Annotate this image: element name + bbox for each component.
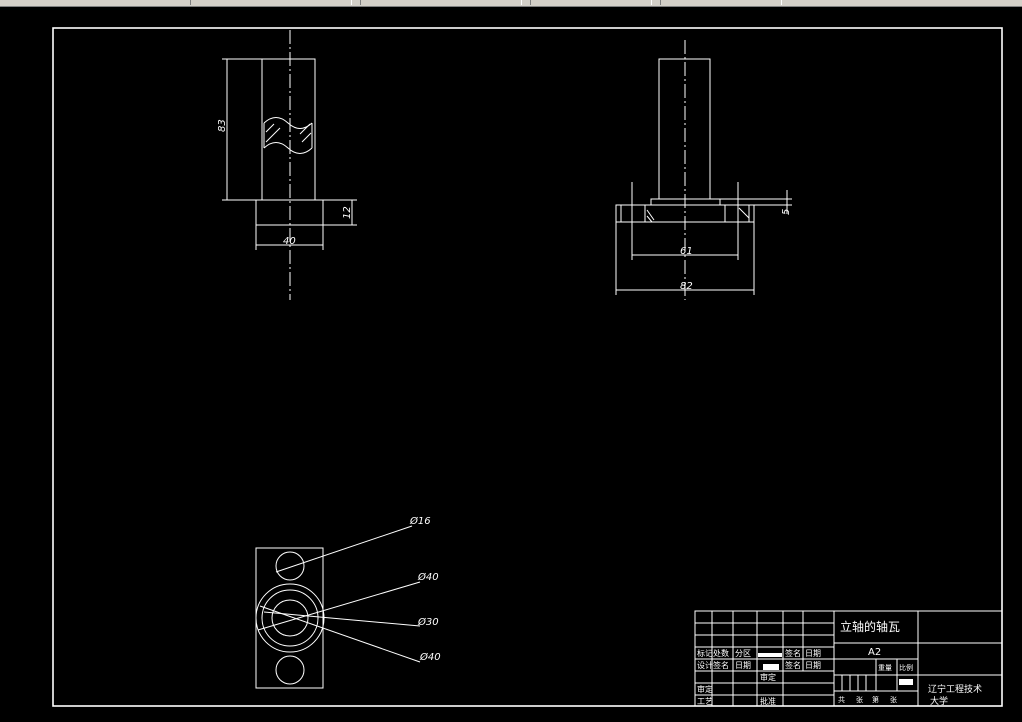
dim-front-flange-width: 40: [283, 236, 296, 247]
top-ring-outer: [255, 583, 325, 653]
row-sign: 签名: [713, 660, 729, 670]
weight-label: 重量: [878, 664, 892, 672]
school-line1: 辽宁工程技术: [928, 683, 982, 695]
toolbar-segment[interactable]: [530, 0, 652, 5]
part-name: 立轴的轴瓦: [840, 619, 900, 634]
dim-dia-small-hole: Ø16: [409, 515, 431, 527]
row-review: 审定: [697, 684, 713, 694]
top-ring-mid: [261, 589, 319, 647]
scale-label: 比例: [899, 663, 913, 672]
row-standard-sign: 签名: [785, 660, 801, 670]
break-line-bottom: [263, 142, 313, 154]
row-check: 审定: [760, 672, 776, 682]
toolbar-segment[interactable]: [190, 0, 352, 5]
front-flange: [255, 199, 324, 226]
dim-side-inner-width: 61: [680, 246, 693, 257]
top-ring-inner: [271, 599, 309, 637]
sheet-unit-label: 张: [856, 695, 863, 704]
dim-dia-ring-b: Ø40: [419, 651, 441, 663]
top-hole-upper: [275, 551, 305, 581]
sheet-total-label: 共: [838, 695, 845, 704]
dim-front-flange-height: 12: [342, 206, 353, 219]
toolbar-segment[interactable]: [360, 0, 522, 5]
row-process: 工艺: [697, 697, 713, 706]
top-hole-lower: [275, 655, 305, 685]
dim-side-outer-width: 82: [680, 281, 693, 292]
dim-dia-inner-ring: Ø30: [417, 616, 439, 628]
col-count: 处数: [713, 648, 729, 658]
col-date: 日期: [805, 649, 821, 658]
dim-side-small-height: 5: [781, 209, 792, 215]
break-line-top: [263, 117, 313, 129]
top-view: Ø16 Ø40 Ø30 Ø40: [255, 515, 441, 689]
sheet-size: A2: [868, 647, 881, 658]
sheet-no-label: 第: [872, 695, 879, 704]
front-shaft-body: [261, 58, 316, 201]
front-view: 83 12 40: [217, 30, 357, 300]
col-signature: 签名: [785, 648, 801, 658]
toolbar-strip: [0, 0, 1022, 7]
toolbar-segment[interactable]: [660, 0, 782, 5]
dim-dia-outer-ring: Ø40: [417, 571, 439, 583]
row-standard-date: 日期: [805, 661, 821, 670]
row-approve: 批准: [760, 696, 776, 706]
col-mark: 标记: [697, 648, 713, 658]
title-block: 立轴的轴瓦 A2 辽宁工程技术 大学 标记 处数 分区 签名 日期 设计 签名 …: [694, 610, 1003, 707]
engineering-drawing: 83 12 40 61 82: [52, 27, 1003, 707]
row-design: 设计: [697, 660, 713, 670]
drawing-canvas[interactable]: 83 12 40 61 82: [0, 7, 1022, 722]
sheet-unit2-label: 张: [890, 695, 897, 704]
dim-front-height: 83: [217, 119, 228, 132]
col-zone: 分区: [735, 649, 751, 658]
side-view: 61 82 5: [615, 40, 792, 300]
drawing-border: [52, 27, 1003, 707]
top-view-outline: [255, 547, 324, 689]
row-date: 日期: [735, 661, 751, 670]
school-line2: 大学: [930, 695, 948, 707]
side-base: [615, 204, 755, 223]
